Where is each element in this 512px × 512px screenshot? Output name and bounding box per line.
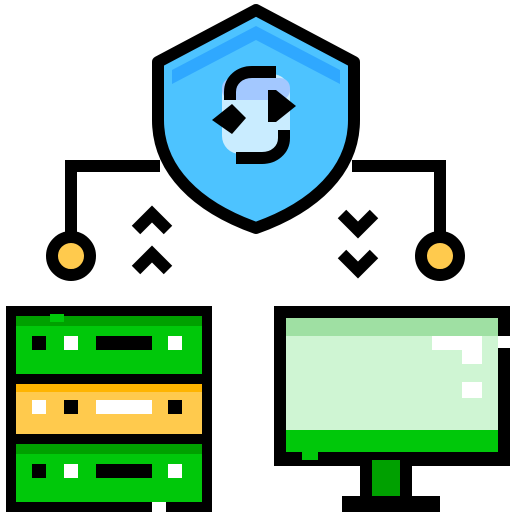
right-node [415, 231, 465, 281]
download-arrows-icon [337, 209, 379, 279]
right-connector-line [352, 160, 446, 238]
shield-icon [152, 4, 360, 234]
upload-arrows-icon [131, 205, 173, 275]
sync-icon [212, 66, 296, 164]
server-icon [6, 306, 212, 512]
monitor-icon [274, 306, 510, 512]
connector-lines [65, 160, 446, 238]
left-node [46, 231, 96, 281]
left-connector-line [65, 160, 160, 238]
monitor-bezel [286, 430, 498, 452]
monitor-base [342, 496, 440, 512]
